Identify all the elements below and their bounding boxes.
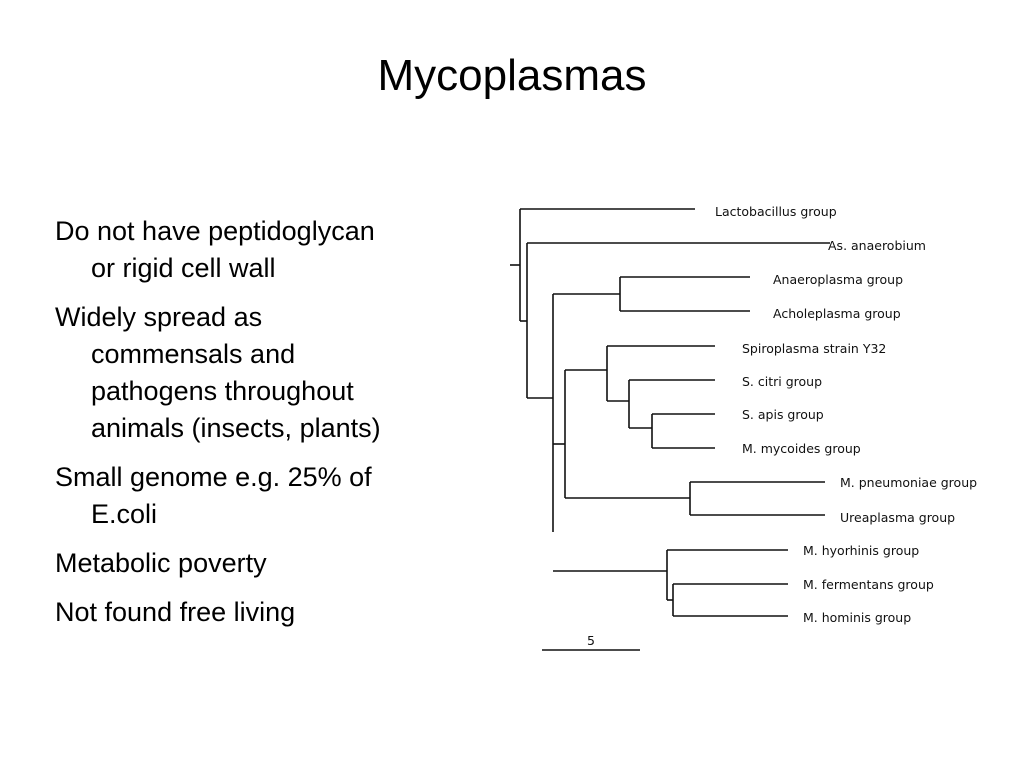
taxon-label: M. pneumoniae group: [840, 475, 977, 490]
scale-bar-label: 5: [587, 633, 595, 648]
slide-title: Mycoplasmas: [377, 51, 647, 100]
bullet-item: Small genome e.g. 25% of E.coli: [55, 462, 372, 529]
tree-branches: [510, 208, 830, 651]
bullet-item: Not found free living: [55, 597, 296, 627]
taxon-label: As. anaerobium: [828, 238, 926, 253]
taxon-label: M. hyorhinis group: [803, 543, 919, 558]
taxon-label: S. apis group: [742, 407, 824, 422]
taxon-label: M. hominis group: [803, 610, 911, 625]
taxon-label: M. mycoides group: [742, 441, 861, 456]
taxon-label: S. citri group: [742, 374, 822, 389]
tree-labels: Lactobacillus group As. anaerobium Anaer…: [587, 204, 977, 648]
taxon-label: Acholeplasma group: [773, 306, 901, 321]
taxon-label: Anaeroplasma group: [773, 272, 903, 287]
bullet-item: Metabolic poverty: [55, 548, 267, 578]
taxon-label: Spiroplasma strain Y32: [742, 341, 886, 356]
bullet-item: Widely spread as commensals and pathogen…: [55, 302, 381, 443]
bullet-list: Do not have peptidoglycan or rigid cell …: [55, 213, 475, 643]
taxon-label: M. fermentans group: [803, 577, 934, 592]
bullet-item: Do not have peptidoglycan or rigid cell …: [55, 216, 375, 283]
taxon-label: Ureaplasma group: [840, 510, 955, 525]
phylogenetic-tree: Lactobacillus group As. anaerobium Anaer…: [510, 204, 977, 651]
taxon-label: Lactobacillus group: [715, 204, 837, 219]
